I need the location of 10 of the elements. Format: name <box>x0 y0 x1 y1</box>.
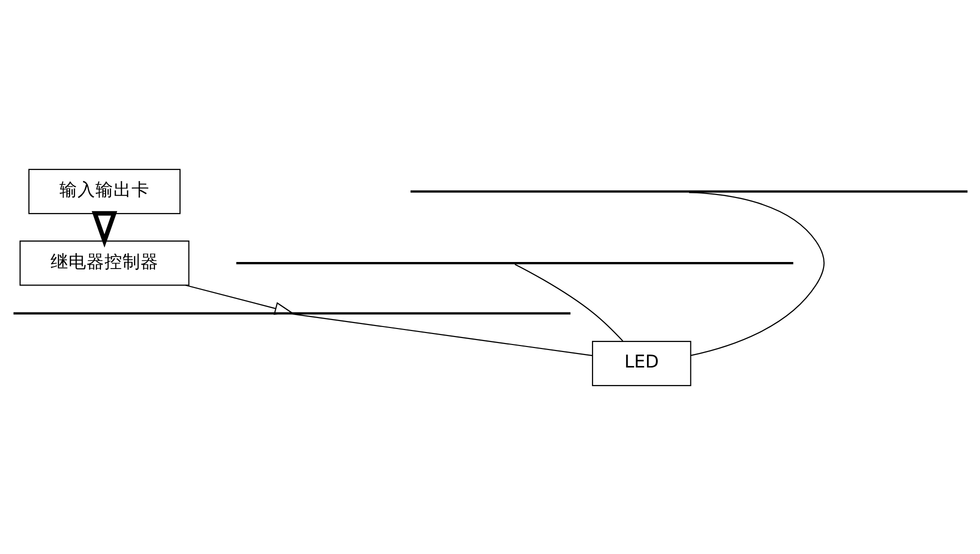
arrow <box>91 210 117 248</box>
connector <box>291 312 592 356</box>
node-bar <box>236 262 793 264</box>
node-bar <box>410 190 968 192</box>
node-box: LED <box>591 340 691 386</box>
node-bar <box>12 312 570 314</box>
connector <box>514 263 623 341</box>
connector <box>688 192 824 356</box>
arrow <box>184 284 293 314</box>
node-box: 继电器控制器 <box>19 240 189 286</box>
